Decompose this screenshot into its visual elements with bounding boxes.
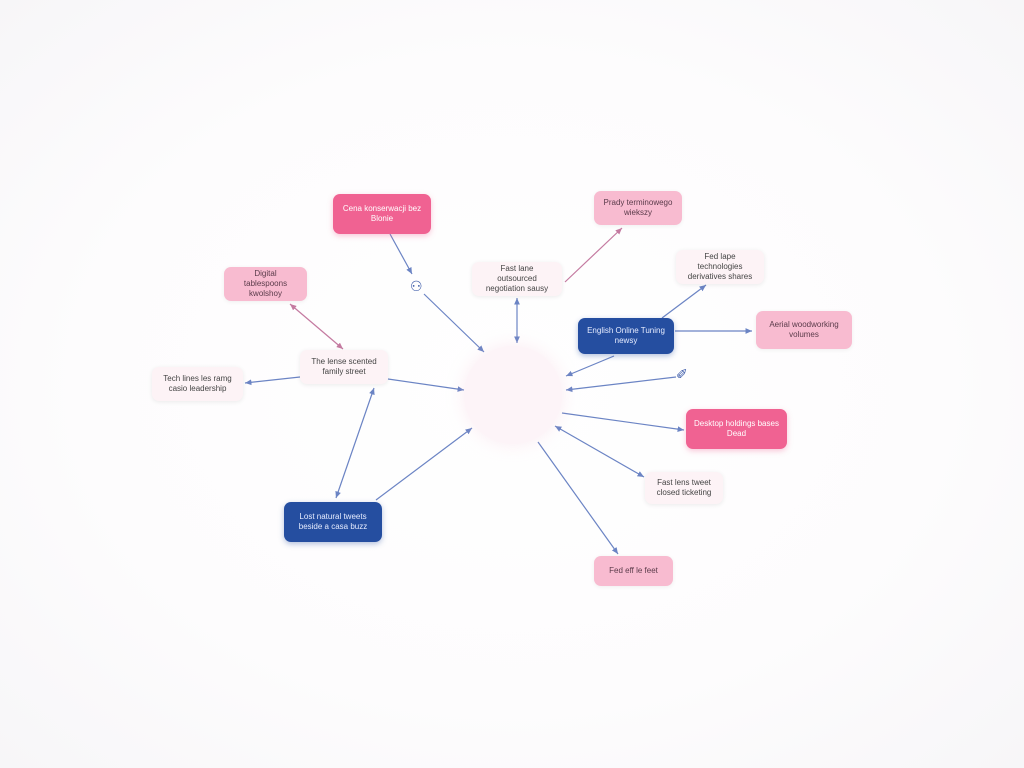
edge-icon-hub [423,293,485,353]
edge-hub-n13 [537,441,619,555]
node-n3[interactable]: Fast lane outsourced negotiation sausy [472,262,562,296]
edge-tag-hub [565,376,677,393]
edge-hub-n11 [554,425,645,478]
node-n10[interactable]: Desktop holdings bases Dead [686,409,787,449]
palette-icon: ⚇ [410,278,423,294]
edge-n8-hub [387,378,465,392]
node-n11[interactable]: Fast lens tweet closed ticketing [645,472,723,504]
node-n8[interactable]: The lense scented family street [300,350,388,384]
node-n2[interactable]: Prady terminowego wiekszy [594,191,682,225]
node-n1[interactable]: Cena konserwacji bez Blonie [333,194,431,234]
edge-hub-n10 [561,412,685,432]
edge-n8-n9 [244,376,301,386]
edge-n6-hub [565,355,615,377]
edge-n6-n4 [661,284,707,319]
edge-n8-n5 [289,303,344,350]
node-n4[interactable]: Fed lape technologies derivatives shares [676,250,764,284]
node-n12[interactable]: Lost natural tweets beside a casa buzz [284,502,382,542]
edge-n12-hub [375,427,473,501]
edge-n3-n2 [564,227,623,283]
central-hub-node[interactable] [464,346,562,444]
node-n7[interactable]: Aerial woodworking volumes [756,311,852,349]
edge-n1-icon [389,233,413,275]
node-n9[interactable]: Tech lines les ramg casio leadership [152,367,243,401]
node-n13[interactable]: Fed eff le feet [594,556,673,586]
node-n5[interactable]: Digital tablespoons kwolshoy [224,267,307,301]
node-n6[interactable]: English Online Tuning newsy [578,318,674,354]
edge-n8-n12 [335,387,375,499]
tag-icon: ✐ [676,366,688,382]
